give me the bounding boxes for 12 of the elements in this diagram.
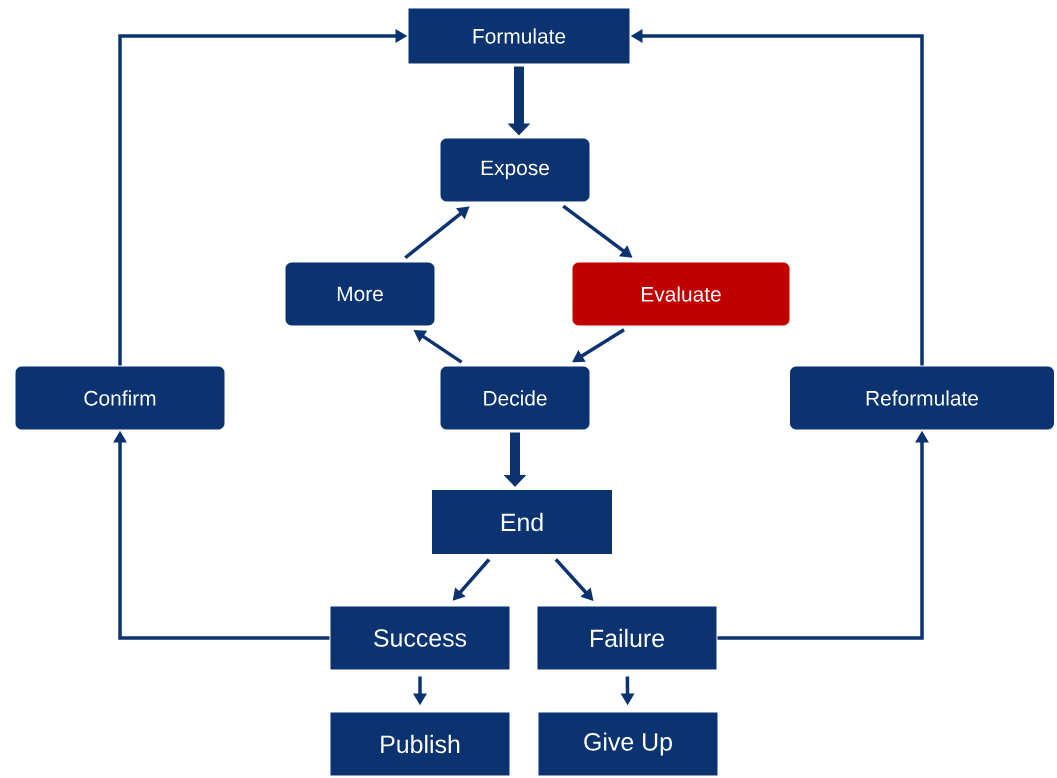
process-box: Confirm <box>14 365 226 431</box>
process-box: Decide <box>439 365 591 431</box>
process-box: Failure <box>536 605 718 671</box>
process-box: Evaluate <box>571 261 791 327</box>
process-box: More <box>284 261 436 327</box>
process-box: Formulate <box>407 7 631 65</box>
process-box: Expose <box>439 137 591 203</box>
process-box: Success <box>329 605 511 671</box>
process-box: End <box>431 489 613 555</box>
process-box: Give Up <box>537 711 719 777</box>
process-box: Reformulate <box>789 365 1055 431</box>
process-box: Publish <box>329 711 511 777</box>
